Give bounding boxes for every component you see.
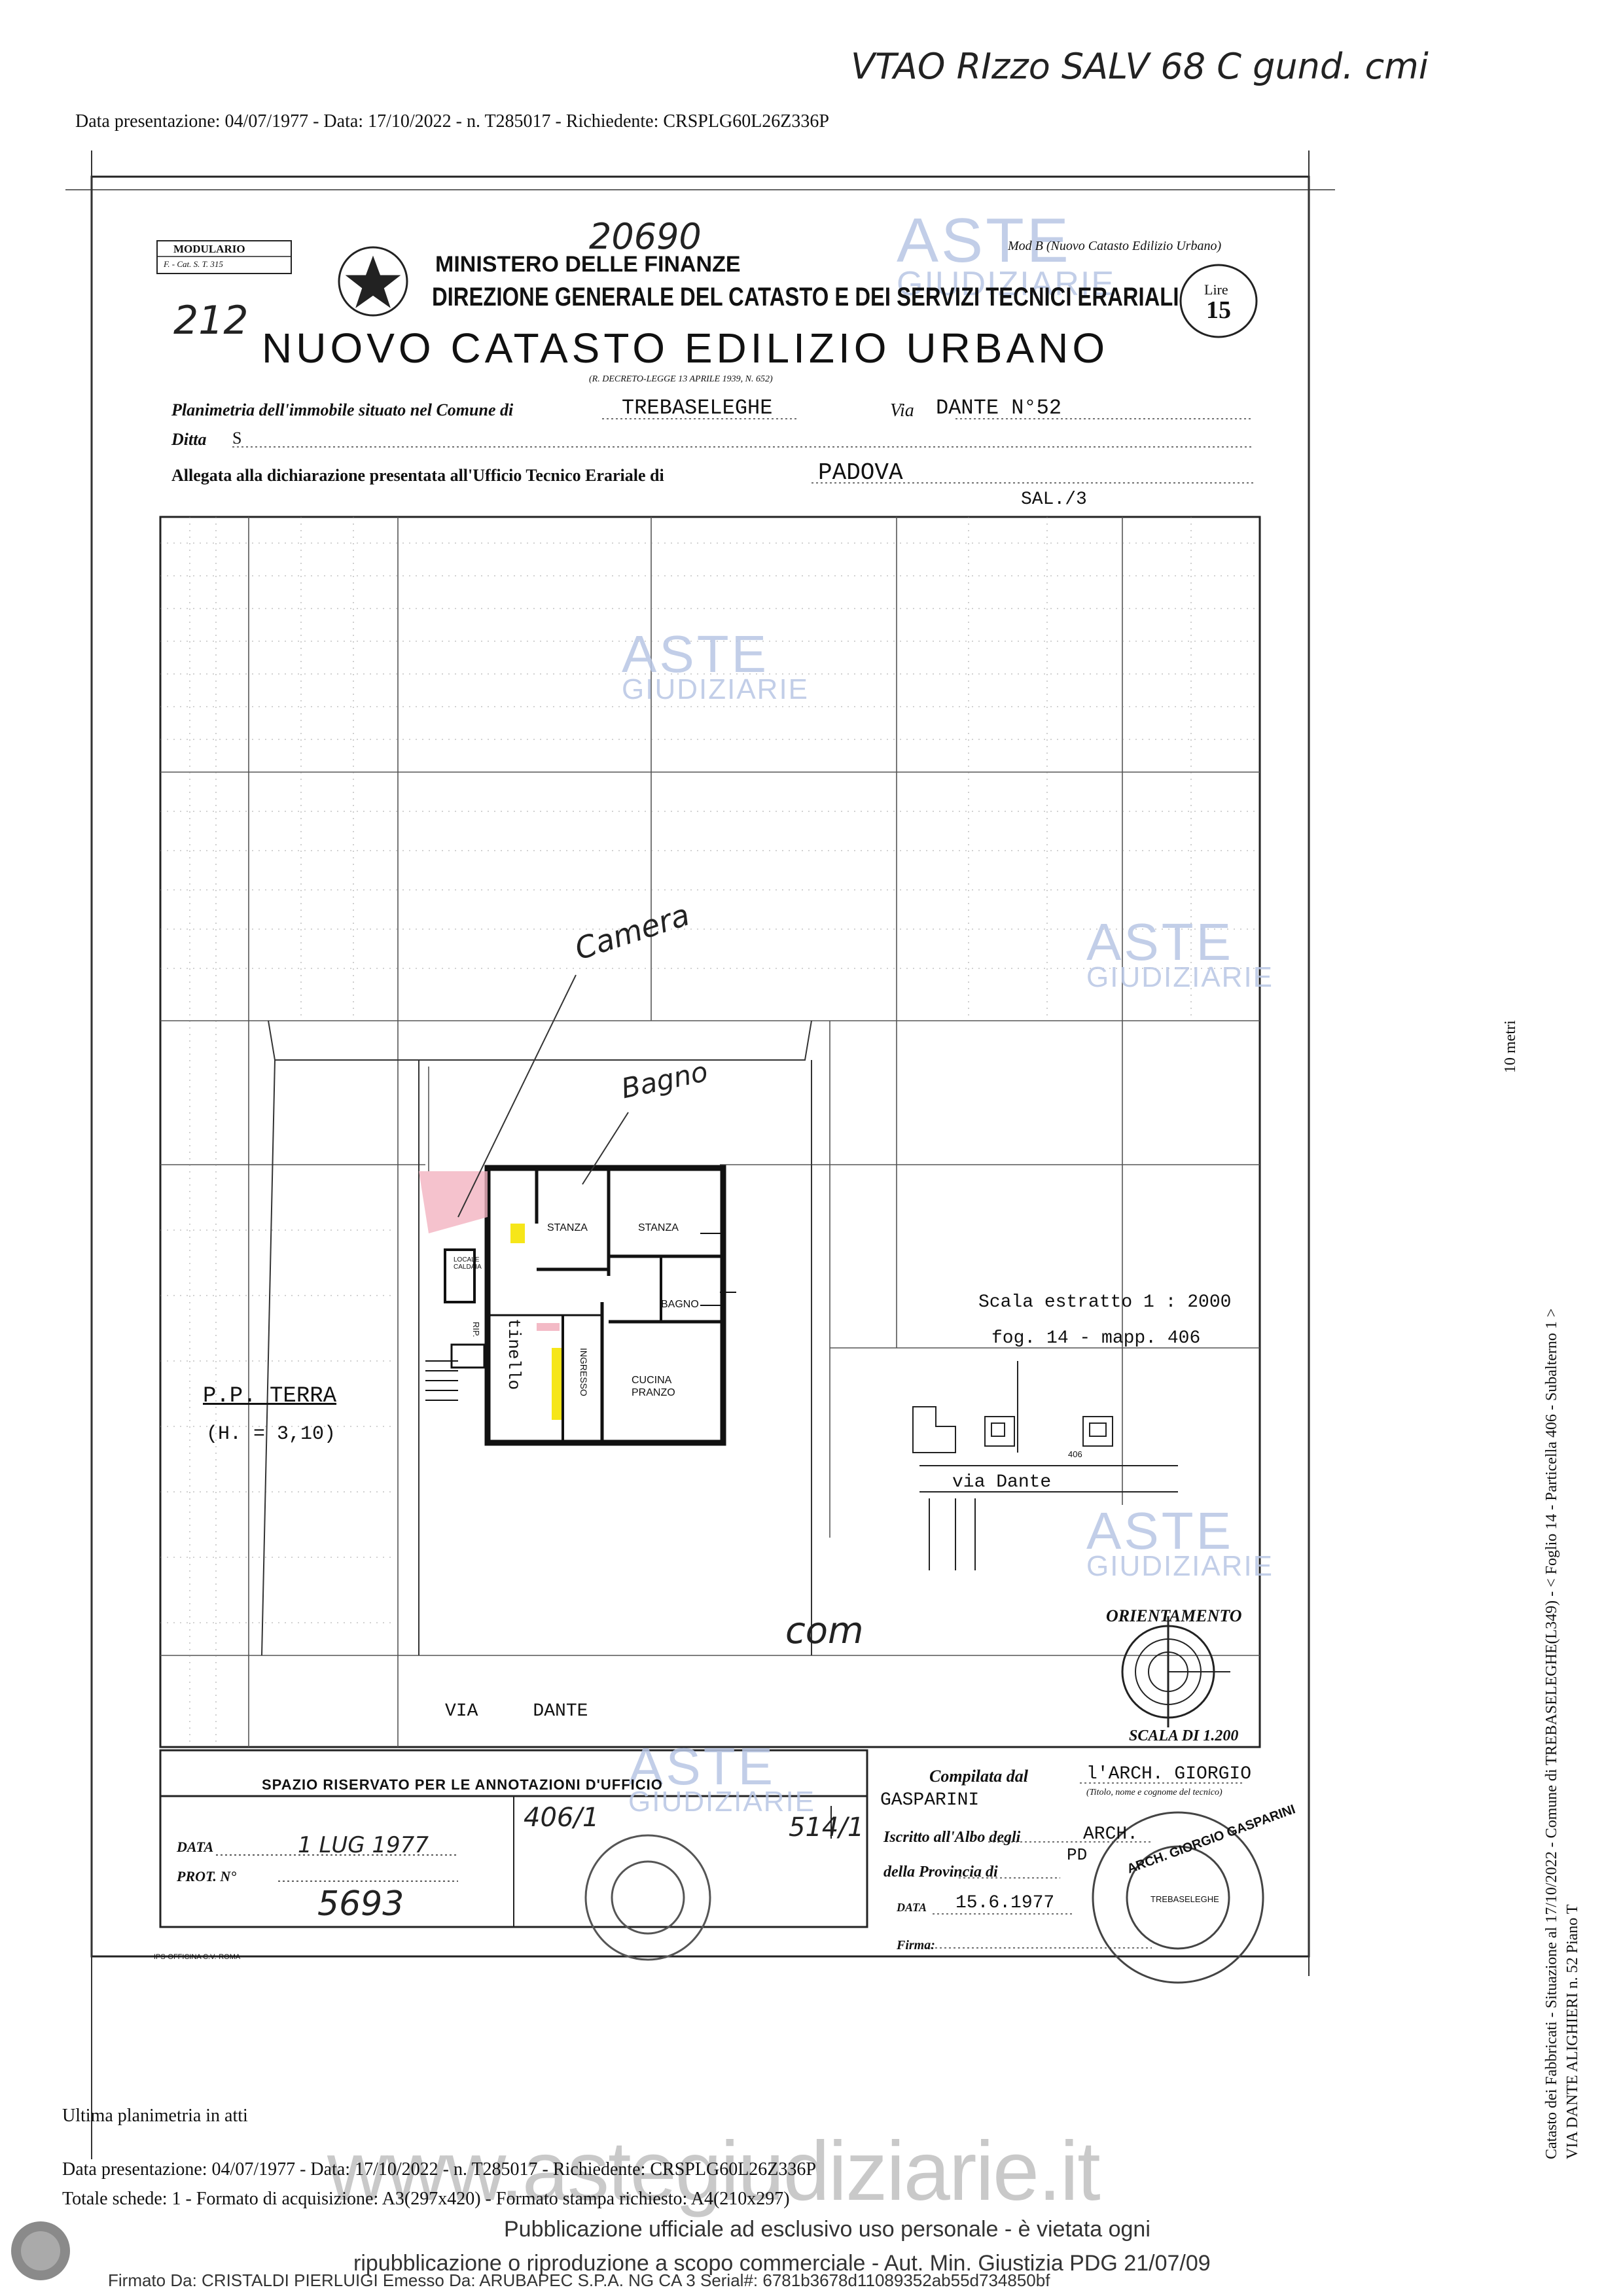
compilata-data-label: DATA: [897, 1901, 927, 1914]
extract-map: [912, 1361, 1178, 1570]
seal-icon: [11, 2221, 70, 2280]
leader-camera: [457, 974, 577, 1218]
allegata-label: Allegata alla dichiarazione presentata a…: [171, 466, 664, 485]
via-dante-street: VIA DANTE: [445, 1701, 588, 1722]
footer-pubblicazione-1: Pubblicazione ufficiale ad esclusivo uso…: [504, 2217, 1150, 2242]
decree-label: (R. DECRETO-LEGGE 13 APRILE 1939, N. 652…: [589, 374, 773, 384]
footer-line-2: Totale schede: 1 - Formato di acquisizio…: [62, 2189, 790, 2209]
room-ingresso: INGRESSO: [579, 1348, 589, 1396]
ditta-label: Ditta: [171, 430, 207, 449]
provincia-value: PD: [1067, 1845, 1088, 1865]
modulario-code: F. - Cat. S. T. 315: [164, 259, 223, 269]
compass-icon: [1121, 1616, 1230, 1727]
footer-pubblicazione-2: ripubblicazione o riproduzione a scopo c…: [353, 2251, 1211, 2276]
lire-label: Lire: [1204, 281, 1228, 298]
compilata-name: l'ARCH. GIORGIO GASPARINI: [880, 1764, 1252, 1810]
floor-label: P.P. TERRA: [203, 1384, 337, 1409]
compilata-lines: [926, 1782, 1243, 1949]
ministry-label: MINISTERO DELLE FINANZE: [435, 252, 741, 277]
room-bagno: BAGNO: [661, 1299, 699, 1310]
annotations-ref-1: 406/1: [524, 1803, 599, 1833]
side-text-scale: 10 metri: [1502, 1020, 1519, 1073]
orientamento-label: ORIENTAMENTO: [1106, 1606, 1242, 1625]
via-label: Via: [890, 400, 914, 421]
annotations-data-value: 1 LUG 1977: [298, 1832, 429, 1858]
room-locale: LOCALE CALDAIA: [454, 1256, 482, 1271]
mod-b-label: Mod B (Nuovo Catasto Edilizio Urbano): [1008, 239, 1222, 253]
highlight-hall: [537, 1323, 560, 1331]
room-cucina: CUCINA PRANZO: [632, 1375, 675, 1398]
compilata-label: Compilata dal: [929, 1767, 1028, 1786]
room-stanza-2: STANZA: [638, 1222, 679, 1233]
highlight-camera: [419, 1171, 488, 1233]
building-plan: [425, 1165, 736, 1446]
handwritten-number: 20690: [589, 216, 702, 257]
fog-mapp: fog. 14 - mapp. 406: [991, 1328, 1201, 1349]
room-tinello: tinello: [504, 1318, 524, 1390]
ditta-value: S: [232, 429, 242, 448]
direction-label: DIREZIONE GENERALE DEL CATASTO E DEI SER…: [432, 283, 1179, 311]
lire-value: 15: [1206, 296, 1231, 324]
form-title: NUOVO CATASTO EDILIZIO URBANO: [262, 325, 1109, 372]
highlight-door: [510, 1224, 525, 1243]
header-line: Data presentazione: 04/07/1977 - Data: 1…: [75, 111, 829, 132]
handwritten-ref: 212: [173, 298, 249, 344]
ufficio-value: PADOVA: [818, 459, 903, 486]
com-note: com: [785, 1610, 864, 1652]
via-value: DANTE N°52: [936, 396, 1062, 420]
annotations-prot-label: PROT. N°: [177, 1868, 237, 1884]
scala-label: SCALA DI 1.200: [1129, 1727, 1239, 1744]
sal-label: SAL./3: [1021, 489, 1087, 510]
office-stamp: [584, 1834, 711, 1961]
modulario-label: MODULARIO: [173, 243, 245, 255]
firma-label: Firma:: [897, 1938, 935, 1952]
grid-lines: [160, 517, 1260, 1747]
plan-frame: [159, 516, 1261, 1748]
room-stanza-1: STANZA: [547, 1222, 588, 1233]
footer-ultima: Ultima planimetria in atti: [62, 2106, 248, 2126]
lire-badge: [1179, 264, 1258, 338]
annotations-ref-2: 514/1: [789, 1812, 865, 1843]
provincia-label: della Provincia di: [883, 1863, 998, 1881]
comune-value: TREBASELEGHE: [622, 396, 773, 420]
side-text-line-1: Catasto dei Fabbricati - Situazione al 1…: [1543, 1308, 1560, 2159]
iscritto-label: Iscritto all'Albo degli: [883, 1829, 1021, 1846]
footer-firmato: Firmato Da: CRISTALDI PIERLUIGI Emesso D…: [108, 2270, 1050, 2290]
height-label: (H. = 3,10): [206, 1423, 336, 1445]
annotation-box-lines: [159, 1749, 868, 1928]
annotations-prot-value: 5693: [317, 1884, 404, 1924]
architect-stamp: [1092, 1811, 1264, 1984]
leader-bagno: [582, 1112, 629, 1185]
annotations-data-label: DATA: [177, 1839, 214, 1855]
scale-extract: Scala estratto 1 : 2000: [978, 1292, 1232, 1313]
highlight-ingresso: [552, 1348, 562, 1420]
lot-outline: [261, 1020, 812, 1656]
handwritten-top-note: VTAO RIzzo SALV 68 C gund. cmi: [851, 46, 1429, 87]
footer-line-1: Data presentazione: 04/07/1977 - Data: 1…: [62, 2159, 816, 2180]
mapp-number: 406: [1068, 1449, 1082, 1459]
annotations-title: SPAZIO RISERVATO PER LE ANNOTAZIONI D'UF…: [262, 1776, 663, 1793]
via-dante-small: via Dante: [952, 1472, 1052, 1492]
architect-stamp-inner: TREBASELEGHE: [1150, 1894, 1219, 1904]
albo-value: ARCH.: [1083, 1824, 1139, 1845]
watermark-url: www.astegiudiziarie.it: [327, 2125, 1101, 2218]
side-text-line-2: VIA DANTE ALIGHIERI n. 52 Piano T: [1564, 1904, 1581, 2159]
compilata-data-value: 15.6.1977: [955, 1893, 1055, 1913]
compilata-note: (Titolo, nome e cognome del tecnico): [1086, 1788, 1222, 1797]
room-rip: RIP.: [471, 1322, 481, 1337]
emblem-icon: [338, 246, 408, 317]
printer-label: IPS-OFFICINA C.V.-ROMA: [154, 1953, 241, 1961]
planimetria-label: Planimetria dell'immobile situato nel Co…: [171, 400, 514, 419]
